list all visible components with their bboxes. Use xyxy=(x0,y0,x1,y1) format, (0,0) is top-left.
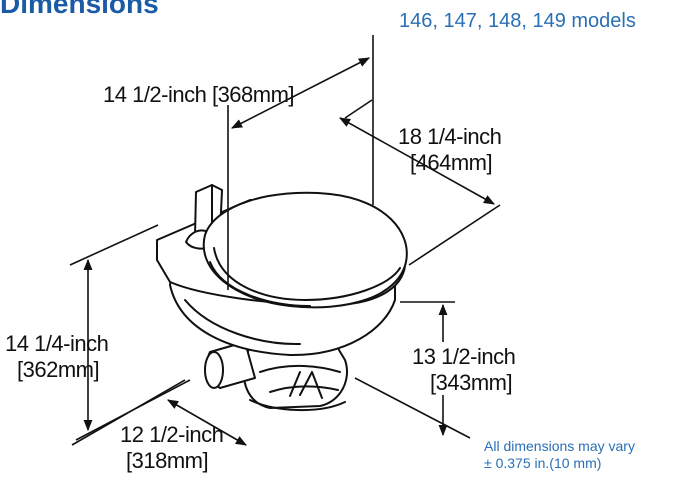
dimension-lines xyxy=(69,35,501,446)
height-imperial: 14 1/4-inch xyxy=(5,331,109,356)
models-label: 146, 147, 148, 149 models xyxy=(399,10,636,32)
depth-imperial: 18 1/4-inch xyxy=(398,124,502,149)
top-width-dimension: 14 1/2-inch [368mm] xyxy=(103,82,295,108)
depth-dimension: 18 1/4-inch [464mm] xyxy=(398,124,502,176)
base-width-metric: [318mm] xyxy=(126,448,209,473)
inlet-height-dimension: 13 1/2-inch [343mm] xyxy=(412,344,516,396)
inlet-height-metric: [343mm] xyxy=(430,370,513,395)
top-width-label: 14 1/2-inch [368mm] xyxy=(103,82,295,107)
tolerance-note-line2: ± 0.375 in.(10 mm) xyxy=(484,455,602,471)
height-metric: [362mm] xyxy=(17,357,100,382)
base-width-dimension: 12 1/2-inch [318mm] xyxy=(120,422,224,474)
page-title: Dimensions xyxy=(0,0,159,19)
tolerance-note-line1: All dimensions may vary xyxy=(484,438,635,454)
toilet-illustration xyxy=(156,184,408,412)
depth-metric: [464mm] xyxy=(410,150,493,175)
base-width-imperial: 12 1/2-inch xyxy=(120,422,224,447)
tolerance-note: All dimensions may vary ± 0.375 in.(10 m… xyxy=(484,438,635,472)
height-dimension: 14 1/4-inch [362mm] xyxy=(5,331,109,383)
inlet-height-imperial: 13 1/2-inch xyxy=(412,344,516,369)
